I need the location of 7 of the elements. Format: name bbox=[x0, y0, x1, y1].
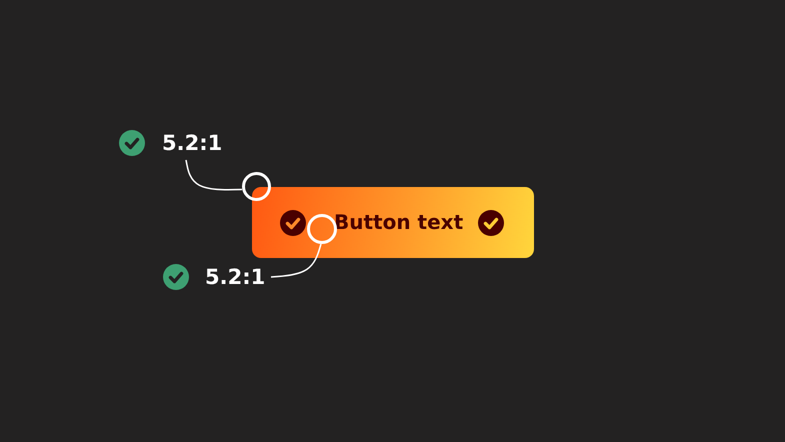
contrast-ratio: 5.2:1 bbox=[205, 263, 263, 291]
button bbox=[252, 187, 534, 258]
button-label: Button text bbox=[334, 209, 464, 236]
highlight-ring bbox=[307, 214, 337, 244]
contrast-ratio: 5.2:1 bbox=[162, 129, 220, 157]
leader-line bbox=[185, 160, 242, 190]
highlight-ring bbox=[242, 172, 271, 201]
